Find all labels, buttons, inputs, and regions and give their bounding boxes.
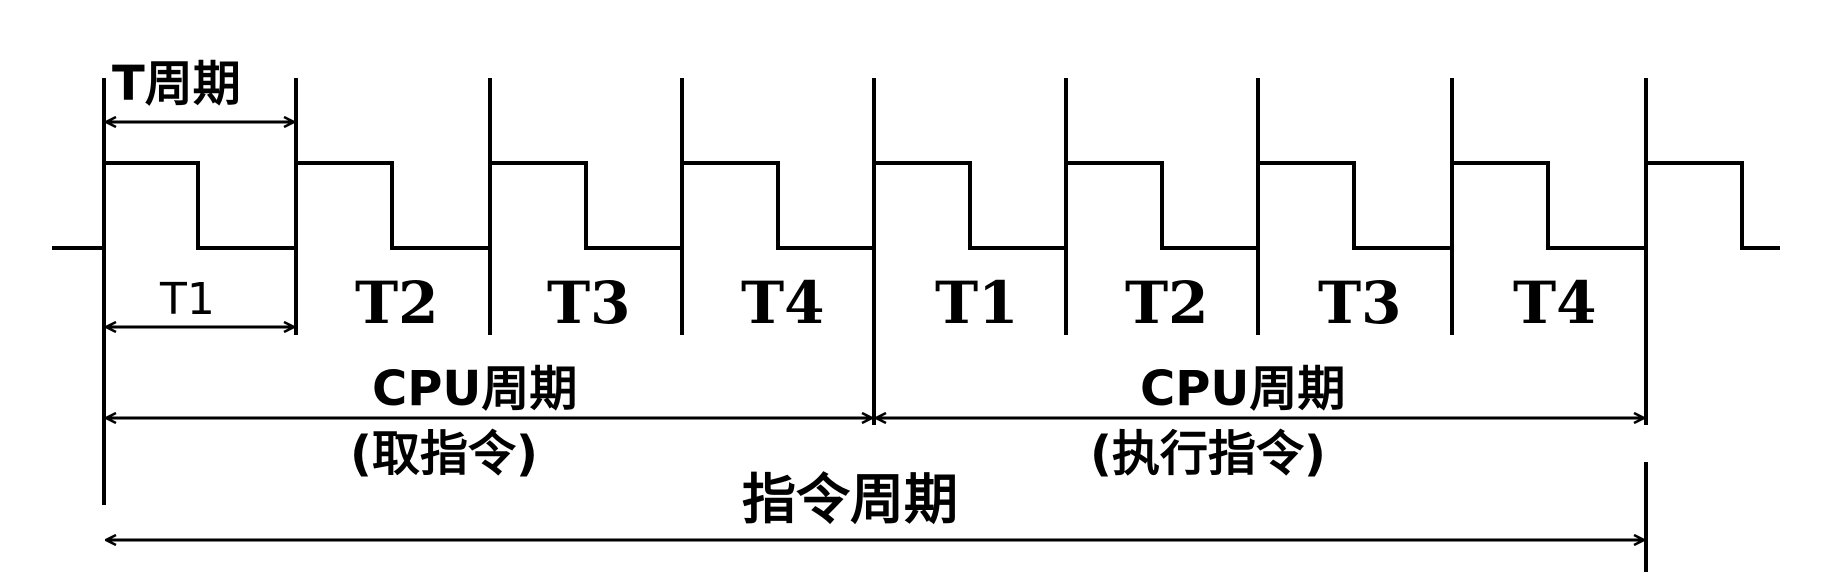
cpu-cycle-1-label: CPU周期	[372, 361, 577, 417]
slot-label: T4	[741, 269, 825, 337]
slot-label: T2	[355, 269, 439, 337]
slot-label: T3	[547, 269, 631, 337]
slot-label: T4	[1513, 269, 1597, 337]
slot-label: T2	[1125, 269, 1209, 337]
cpu-cycle-2-label: CPU周期	[1140, 361, 1345, 417]
cpu-cycle-2-sub-label: (执行指令)	[1090, 426, 1326, 482]
slot-label: T1	[935, 269, 1019, 337]
slot-label: T3	[1318, 269, 1402, 337]
t1-small-label: T1	[159, 274, 215, 325]
t-period-label: T周期	[112, 56, 241, 112]
instruction-cycle-label: 指令周期	[742, 468, 958, 531]
cpu-cycle-1-sub-label: (取指令)	[350, 426, 538, 482]
clock-waveform	[52, 161, 1780, 250]
